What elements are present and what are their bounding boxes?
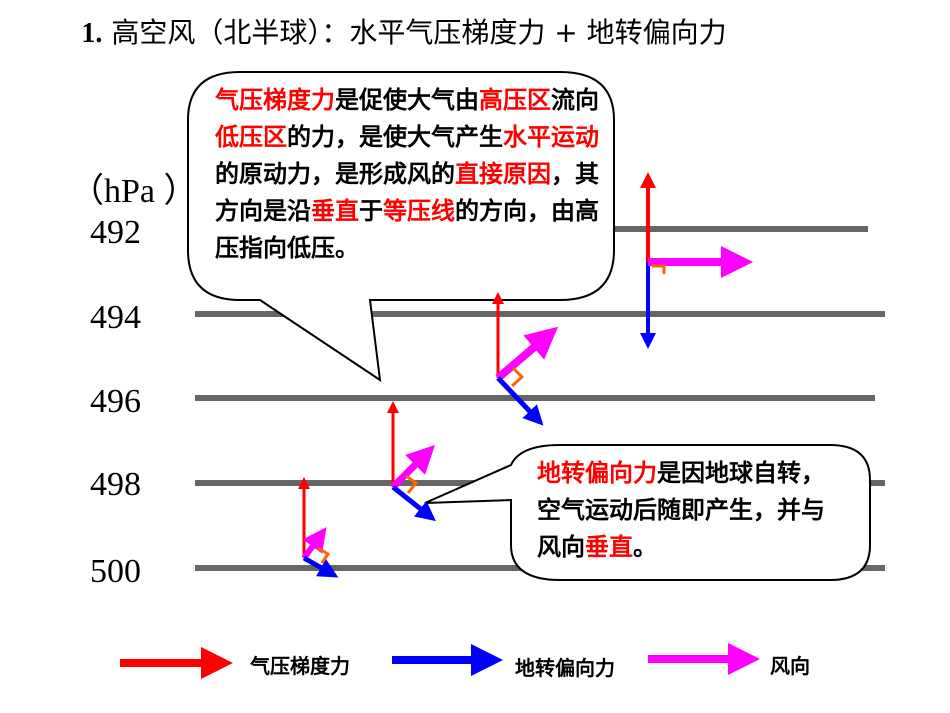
level-label: 500 — [90, 553, 141, 590]
force-arrows — [298, 172, 753, 578]
coriolis-arrow — [496, 376, 544, 426]
callout-segment: ，其方向是沿 — [215, 160, 599, 225]
callout-segment: 的方向，由高压指向低压。 — [215, 197, 599, 262]
callout-segment: 于 — [359, 197, 383, 225]
callout-segment: 是因地球自转，空气运动后随即产生，并与风向 — [537, 459, 825, 561]
legend-label-pgf: 气压梯度力 — [250, 654, 350, 678]
legend-arrows — [120, 643, 760, 679]
level-label: 492 — [90, 214, 141, 251]
legend-label-wind: 风向 — [770, 654, 810, 678]
callout-segment: 。 — [633, 533, 657, 561]
highlight-term: 等压线 — [383, 197, 455, 225]
highlight-term: 垂直 — [311, 197, 359, 225]
callout-segment: 是促使大气由 — [335, 86, 479, 114]
title-text: 高空风（北半球）：水平气压梯度力 + 地转偏向力 — [111, 16, 727, 49]
title-number: 1. — [81, 18, 103, 49]
callout-pgf-text: 气压梯度力是促使大气由高压区流向低压区的力，是使大气产生水平运动的原动力，是形成… — [215, 82, 600, 267]
highlight-term: 低压区 — [215, 123, 287, 151]
highlight-term: 垂直 — [585, 533, 633, 561]
callout-coriolis-text: 地转偏向力是因地球自转，空气运动后随即产生，并与风向垂直。 — [537, 455, 837, 566]
slide-title: 1. 高空风（北半球）：水平气压梯度力 + 地转偏向力 — [28, 14, 780, 53]
axis-unit: （hPa ） — [70, 173, 198, 210]
arrow-group-498 — [387, 401, 436, 522]
highlight-term: 直接原因 — [455, 160, 551, 188]
right-angle-mark — [652, 264, 666, 274]
callout-coriolis-bubble — [424, 444, 871, 581]
highlight-term: 高压区 — [479, 86, 551, 114]
highlight-term: 水平运动 — [503, 123, 599, 151]
callout-segment: 流向 — [551, 86, 599, 114]
arrow-group-496 — [492, 292, 559, 426]
level-label: 496 — [90, 383, 141, 420]
arrow-group-500 — [298, 477, 339, 578]
callout-segment: 的原动力，是形成风的 — [215, 160, 455, 188]
callout-pgf-bubble — [187, 71, 615, 383]
highlight-term: 气压梯度力 — [215, 86, 335, 114]
highlight-term: 地转偏向力 — [537, 459, 657, 487]
wind-arrow — [301, 527, 327, 560]
legend-label-coriolis: 地转偏向力 — [515, 656, 615, 680]
level-label: 494 — [90, 299, 141, 336]
right-angle-mark — [405, 474, 419, 494]
right-angle-mark — [317, 546, 331, 564]
coriolis-arrow — [302, 555, 339, 578]
wind-arrow — [495, 326, 559, 382]
level-label: 498 — [90, 466, 141, 503]
callout-segment: 的力，是使大气产生 — [287, 123, 503, 151]
arrow-group-492 — [640, 172, 753, 349]
coriolis-arrow — [391, 485, 436, 522]
wind-arrow — [390, 445, 435, 490]
right-angle-mark — [510, 366, 525, 388]
